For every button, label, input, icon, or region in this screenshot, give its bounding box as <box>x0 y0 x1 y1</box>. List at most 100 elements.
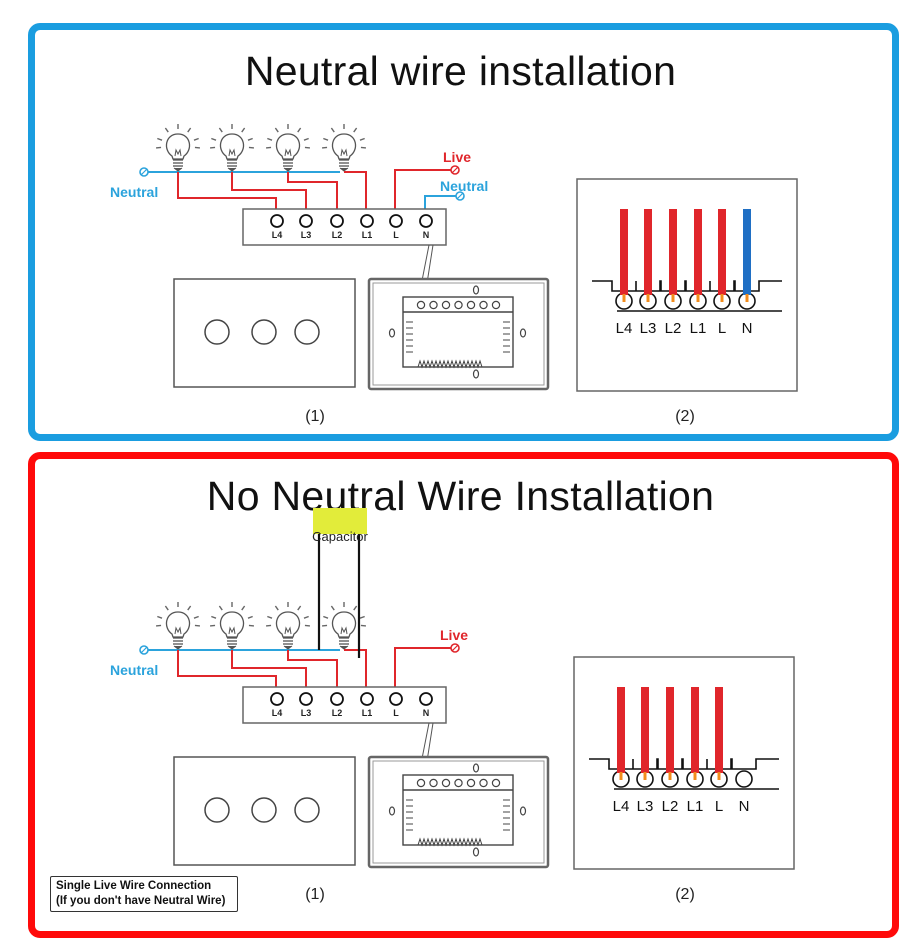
live-terminal-icon <box>450 643 460 653</box>
wire-core <box>720 294 724 302</box>
touch-button-icon <box>251 797 277 823</box>
note-line-2: (If you don't have Neutral Wire) <box>56 895 226 907</box>
panel-caption-1: (1) <box>305 408 325 425</box>
wire-core <box>619 772 623 780</box>
live-wire <box>394 169 455 211</box>
terminal-screw-icon <box>360 214 374 228</box>
wire-core <box>745 294 749 302</box>
terminal-label: L4 <box>616 320 633 337</box>
terminal-label: L2 <box>332 708 343 718</box>
light-bulb-icon <box>210 602 254 650</box>
no-neutral-installation-title: No Neutral Wire Installation <box>206 473 715 519</box>
switch-wire-l4 <box>177 650 277 689</box>
neutral-right-terminal-icon <box>455 191 465 201</box>
terminal-label: L3 <box>637 798 654 815</box>
switch-terminal-block <box>242 208 447 246</box>
terminal-screw-icon <box>330 692 344 706</box>
wire-core <box>696 294 700 302</box>
terminal-label: L4 <box>272 230 283 240</box>
neutral-terminal-icon <box>139 167 149 177</box>
touch-button-icon <box>204 319 230 345</box>
switch-wire-l3 <box>231 172 307 211</box>
terminal-wiring-view <box>573 656 795 870</box>
neutral-terminal-icon <box>139 645 149 655</box>
terminal-label: N <box>423 708 430 718</box>
live-label: Live <box>440 627 468 643</box>
live-wire <box>620 209 628 295</box>
terminal-screw-icon <box>419 692 433 706</box>
switch-terminal-block <box>242 686 447 724</box>
neutral-installation-title: Neutral wire installation <box>244 48 677 94</box>
switch-wire-l1 <box>344 649 367 689</box>
terminal-screw-icon <box>299 214 313 228</box>
terminal-label: L3 <box>301 708 312 718</box>
live-terminal-icon <box>450 165 460 175</box>
live-label: Live <box>443 149 471 165</box>
neutral-out-wire <box>424 195 460 211</box>
light-bulb-icon <box>266 124 310 172</box>
switch-wire-l3 <box>231 650 307 689</box>
terminal-wiring-view <box>576 178 798 392</box>
light-bulb-icon <box>266 602 310 650</box>
light-bulb-icon <box>322 124 366 172</box>
capacitor-label: Capacitor <box>312 529 368 544</box>
terminal-screw-icon <box>270 692 284 706</box>
terminal-screw-icon <box>389 214 403 228</box>
touch-button-icon <box>251 319 277 345</box>
live-wire <box>666 687 674 773</box>
light-bulb-icon <box>156 602 200 650</box>
terminal-label: N <box>742 320 753 337</box>
terminal-screw-icon <box>299 692 313 706</box>
terminal-hole-icon <box>735 770 753 788</box>
terminal-label: L2 <box>332 230 343 240</box>
switch-wire-l2 <box>287 650 338 689</box>
terminal-label: L4 <box>272 708 283 718</box>
neutral-right-label: Neutral <box>440 178 488 194</box>
live-wire <box>691 687 699 773</box>
switch-front-panel <box>173 278 356 388</box>
terminal-label: L3 <box>640 320 657 337</box>
terminal-label: N <box>423 230 430 240</box>
panel-caption-2: (2) <box>675 408 695 425</box>
live-wire <box>394 647 455 689</box>
touch-button-icon <box>204 797 230 823</box>
note-line-1: Single Live Wire Connection <box>56 880 212 892</box>
terminal-label: L <box>715 798 723 815</box>
terminal-label: L2 <box>665 320 682 337</box>
switch-front-panel <box>173 756 356 866</box>
neutral-label: Neutral <box>110 184 158 200</box>
light-bulb-icon <box>322 602 366 650</box>
terminal-screw-icon <box>389 692 403 706</box>
live-wire <box>715 687 723 773</box>
terminal-label: L4 <box>613 798 630 815</box>
live-wire <box>641 687 649 773</box>
terminal-label: L1 <box>690 320 707 337</box>
live-wire <box>718 209 726 295</box>
touch-button-icon <box>294 319 320 345</box>
switch-back-panel <box>367 277 550 391</box>
live-wire <box>694 209 702 295</box>
terminal-screw-icon <box>360 692 374 706</box>
live-wire <box>669 209 677 295</box>
touch-button-icon <box>294 797 320 823</box>
wire-core <box>646 294 650 302</box>
wire-core <box>717 772 721 780</box>
neutral-wire <box>743 209 751 295</box>
terminal-screw-icon <box>330 214 344 228</box>
light-bulb-icon <box>210 124 254 172</box>
terminal-label: L1 <box>362 708 373 718</box>
terminal-outline <box>589 758 779 770</box>
terminal-label: L <box>718 320 726 337</box>
terminal-label: L2 <box>662 798 679 815</box>
terminal-screw-icon <box>419 214 433 228</box>
capacitor-icon <box>313 508 367 658</box>
switch-back-panel <box>367 755 550 869</box>
live-wire <box>617 687 625 773</box>
live-wire <box>644 209 652 295</box>
switch-wire-l4 <box>177 172 277 211</box>
wire-core <box>671 294 675 302</box>
terminal-screw-icon <box>270 214 284 228</box>
wire-core <box>693 772 697 780</box>
terminal-label: L1 <box>362 230 373 240</box>
